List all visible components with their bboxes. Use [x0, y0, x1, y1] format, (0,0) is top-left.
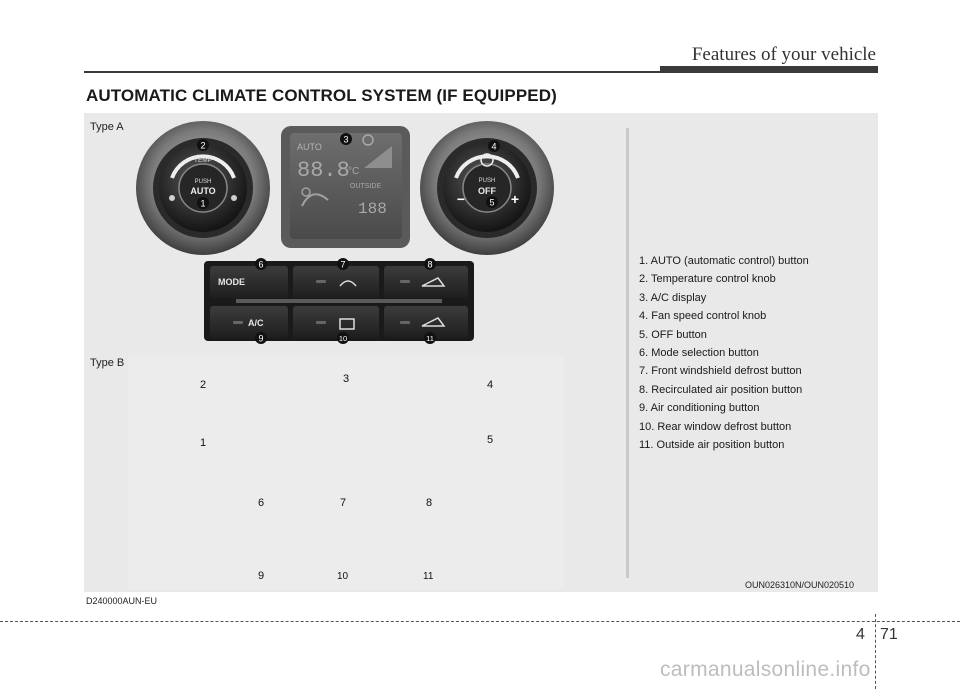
image-code: OUN026310N/OUN020510 [745, 580, 855, 590]
type-b-callout-6: 6 [258, 497, 265, 509]
legend-item: 3. A/C display [639, 291, 707, 304]
footer-rule [0, 621, 960, 622]
svg-text:PUSH: PUSH [479, 178, 496, 184]
type-b-callout-5: 5 [487, 434, 494, 446]
type-a-label: Type A [90, 121, 124, 133]
svg-text:7: 7 [340, 260, 345, 270]
svg-text:1: 1 [200, 199, 205, 209]
legend-item: 4. Fan speed control knob [639, 310, 767, 323]
legend-item: 10. Rear window defrost button [639, 420, 792, 433]
ac-display: AUTO 88.8 °C OUTSIDE 188 [281, 126, 410, 248]
type-b-callout-4: 4 [487, 379, 494, 391]
type-b-callout-10: 10 [337, 571, 349, 582]
svg-text:°C: °C [348, 166, 359, 177]
svg-text:2: 2 [200, 141, 205, 151]
type-b-callout-11: 11 [423, 571, 434, 582]
legend-item: 11. Outside air position button [639, 439, 785, 452]
type-b-label: Type B [90, 357, 125, 369]
svg-text:11: 11 [426, 334, 434, 343]
type-b-callout-8: 8 [426, 497, 433, 509]
watermark: carmanualsonline.info [660, 658, 871, 681]
page-number: 71 [880, 626, 898, 643]
svg-text:OFF: OFF [478, 186, 496, 196]
svg-text:AUTO: AUTO [190, 186, 215, 196]
svg-text:5: 5 [489, 198, 494, 208]
legend-item: 7. Front windshield defrost button [639, 365, 802, 378]
page-chapter: 4 [856, 626, 865, 643]
fan-speed-knob: PUSH OFF − + [420, 121, 554, 255]
svg-text:9: 9 [258, 334, 263, 344]
svg-text:MODE: MODE [218, 277, 245, 287]
type-b-image-area [128, 355, 564, 590]
type-b-callout-2: 2 [200, 379, 207, 391]
legend-list: 1. AUTO (automatic control) button 2. Te… [639, 252, 809, 454]
figure-divider [626, 128, 629, 578]
type-b-callout-9: 9 [258, 570, 265, 582]
svg-text:10: 10 [339, 334, 347, 343]
type-b-callout-7: 7 [340, 497, 347, 509]
temperature-knob: TEMP PUSH AUTO [136, 121, 270, 255]
svg-text:88.8: 88.8 [297, 158, 350, 183]
svg-text:6: 6 [258, 260, 263, 270]
legend-item: 1. AUTO (automatic control) button [639, 255, 809, 267]
footer-vrule [875, 614, 876, 689]
type-a-callouts: 1 2 3 4 5 6 7 8 9 10 11 [197, 133, 500, 344]
header-rule [84, 71, 878, 73]
type-b-callout-1: 1 [200, 437, 207, 449]
svg-text:8: 8 [427, 260, 432, 270]
legend-item: 5. OFF button [639, 328, 707, 341]
svg-text:4: 4 [491, 142, 496, 152]
header-section-title: Features of your vehicle [691, 44, 876, 65]
svg-text:A/C: A/C [248, 318, 264, 328]
page-title: AUTOMATIC CLIMATE CONTROL SYSTEM (IF EQU… [86, 86, 557, 105]
button-block: MODE A/C [204, 261, 474, 341]
svg-text:3: 3 [343, 135, 348, 145]
header-rule-thick [660, 66, 878, 71]
legend-item: 9. Air conditioning button [639, 402, 760, 415]
doc-code: D240000AUN-EU [86, 596, 158, 606]
svg-text:AUTO: AUTO [297, 142, 322, 152]
legend-item: 6. Mode selection button [639, 347, 759, 360]
legend-item: 2. Temperature control knob [639, 273, 776, 286]
svg-text:TEMP: TEMP [194, 157, 212, 164]
type-b-callout-3: 3 [343, 373, 350, 385]
legend-item: 8. Recirculated air position button [639, 383, 803, 396]
svg-text:PUSH: PUSH [195, 179, 212, 185]
svg-text:+: + [511, 191, 519, 207]
svg-text:188: 188 [358, 200, 387, 218]
svg-text:−: − [457, 191, 465, 207]
svg-text:OUTSIDE: OUTSIDE [350, 183, 381, 190]
climate-control-photo: TEMP PUSH AUTO AUTO 88.8 °C OUTSIDE 188 … [136, 121, 554, 344]
